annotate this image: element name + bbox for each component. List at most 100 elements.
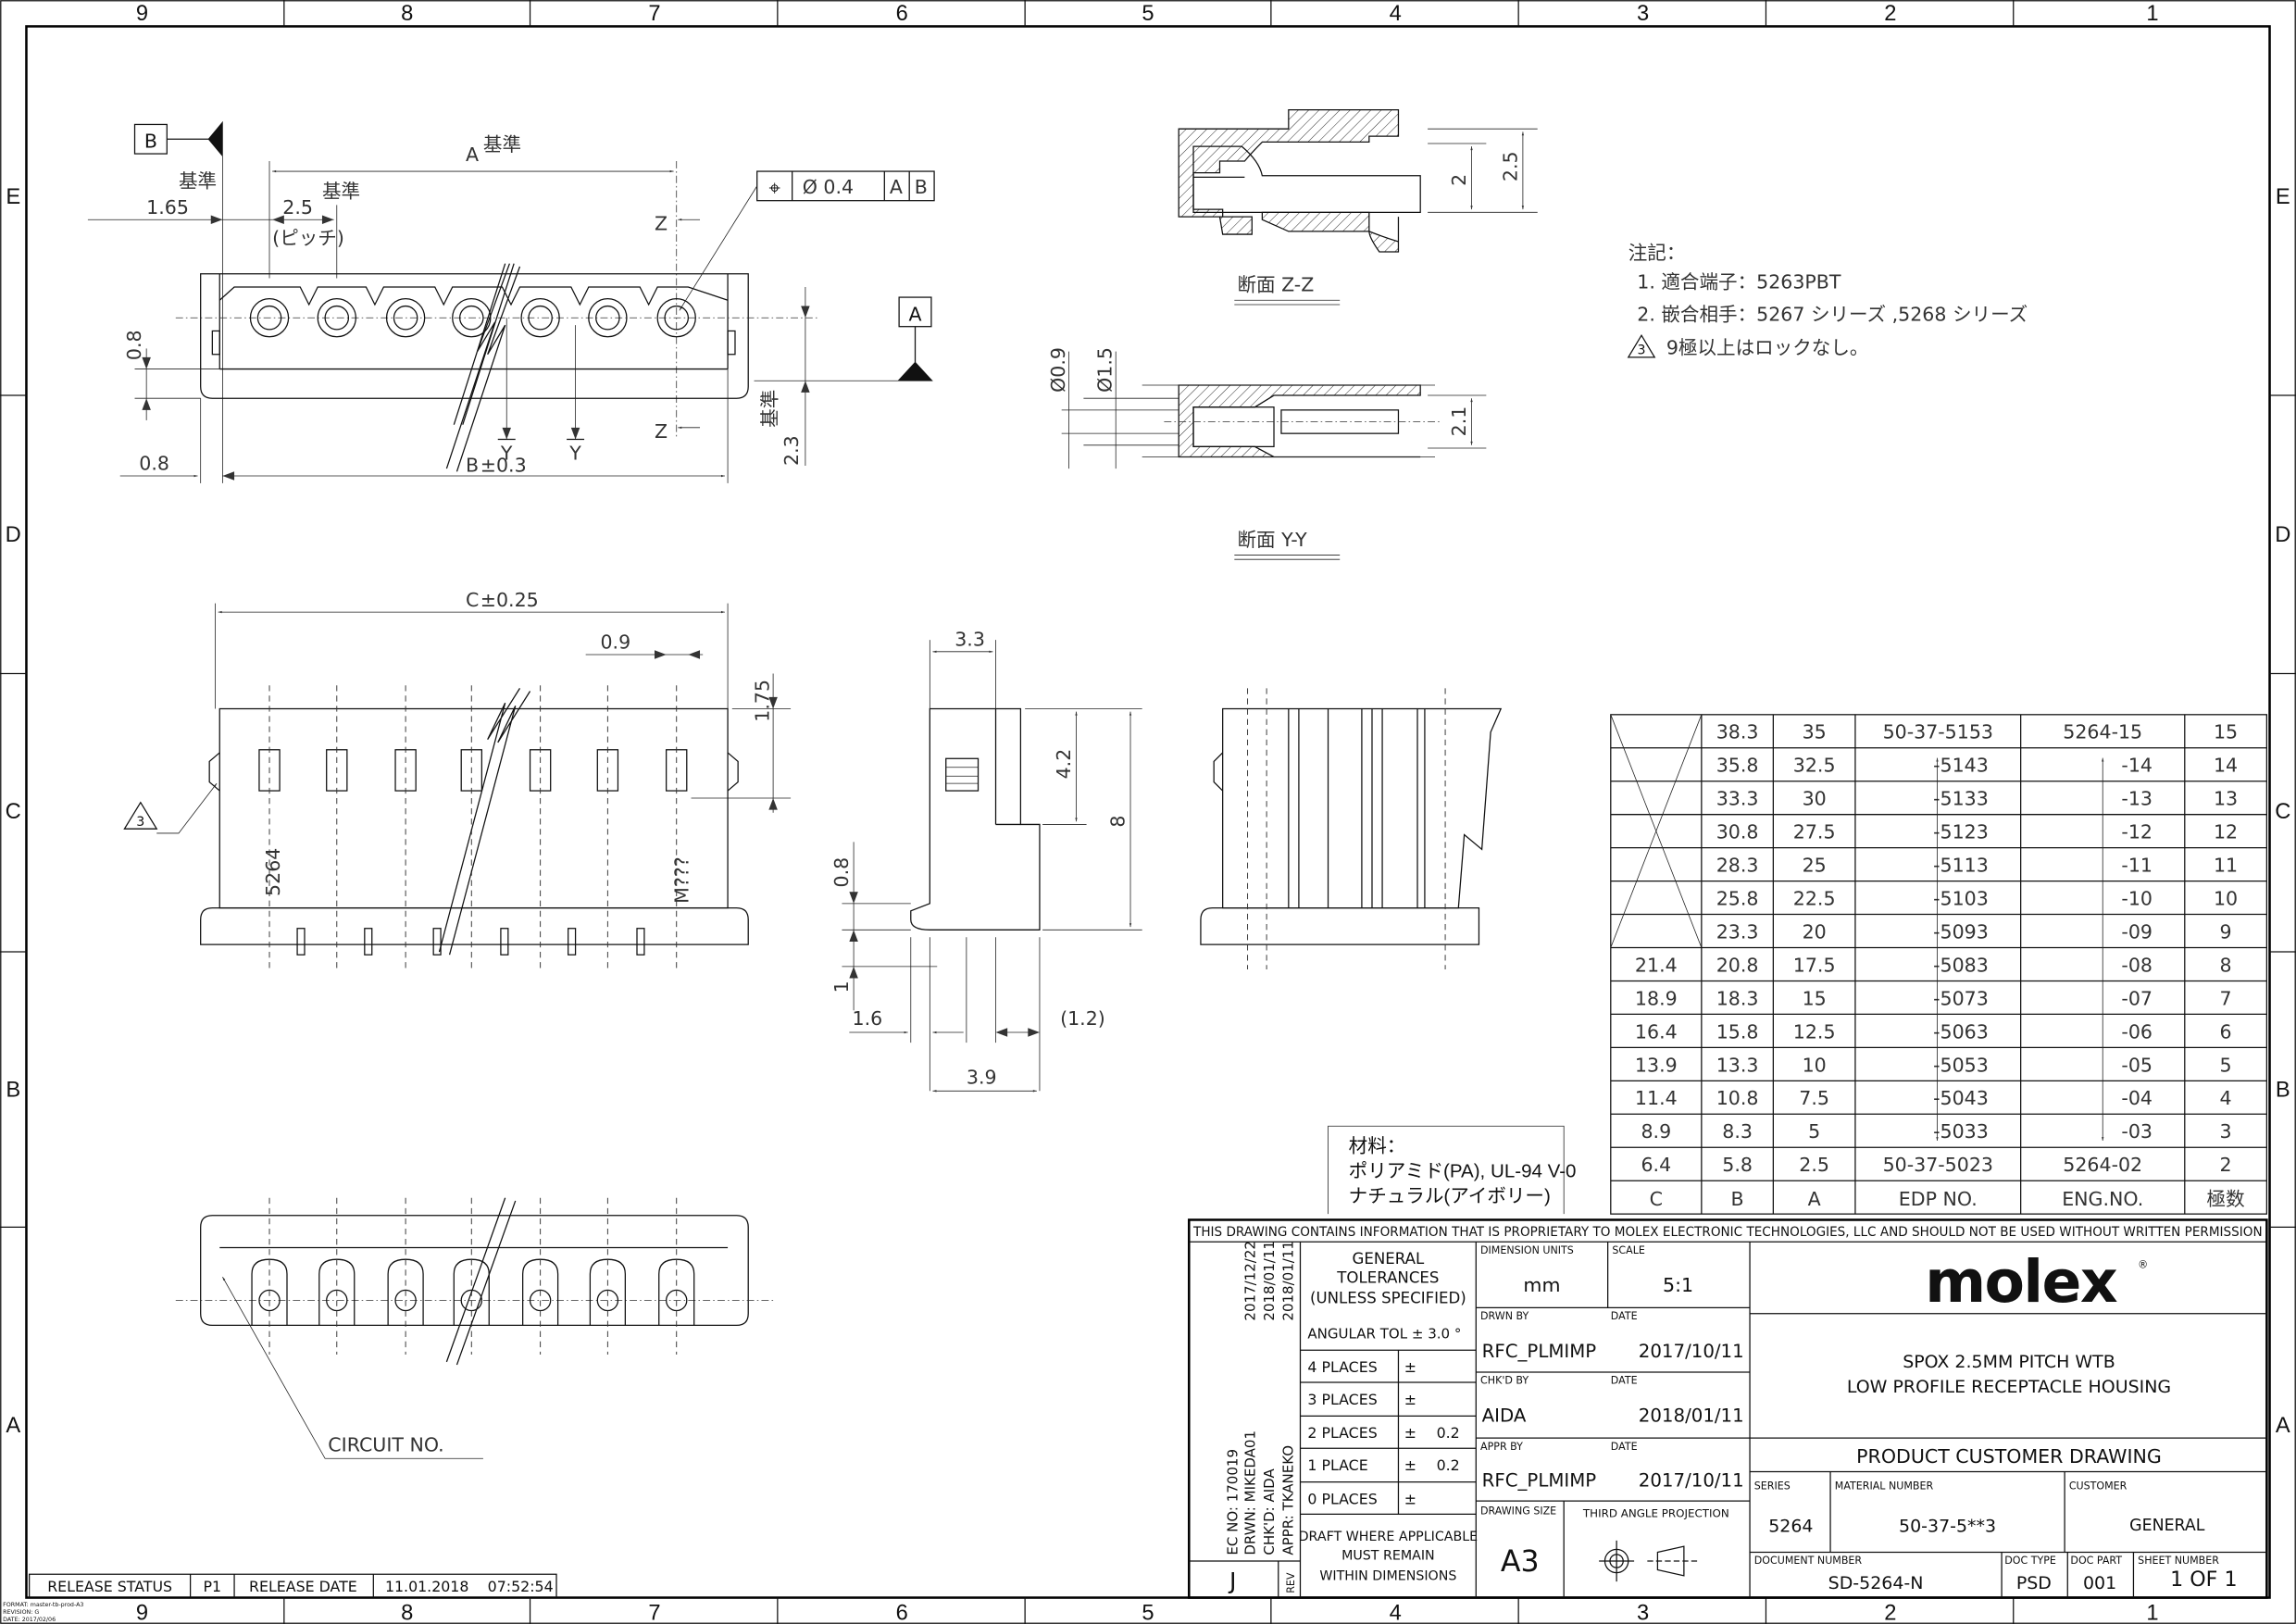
third-angle-projection-icon	[1599, 1540, 1699, 1582]
table-cell: 14	[2214, 755, 2238, 777]
zone-row-c-right: C	[2275, 800, 2290, 824]
table-cell: 11.4	[1635, 1087, 1678, 1109]
pitch-note: (ピッチ)	[272, 227, 344, 249]
zone-row-e: E	[6, 185, 20, 209]
tol-1-place: 1 PLACE	[1307, 1456, 1367, 1474]
doc-part-label: DOC PART	[2070, 1555, 2122, 1567]
table-cell: 13.9	[1635, 1054, 1678, 1076]
marking-series: 5264	[262, 848, 284, 896]
fcf-datum-a: A	[890, 176, 903, 198]
dim-1-75: 1.75	[751, 680, 773, 722]
appr-by: RFC_PLMIMP	[1482, 1469, 1597, 1491]
table-cell: 6	[2220, 1020, 2232, 1043]
table-cell: 8.3	[1722, 1120, 1753, 1143]
table-header-5: 極数	[2207, 1188, 2245, 1210]
tol-2-value: 0.2	[1437, 1424, 1460, 1442]
rev-date-1: 2017/12/22	[1242, 1241, 1258, 1321]
table-cell: -06	[2121, 1020, 2152, 1043]
zone-labels: 9 8 7 6 5 4 3 2 1 9 8 7 6 5 4 3 2 1 E D …	[6, 2, 2291, 1624]
table-cell: 20.8	[1716, 954, 1759, 976]
dim-4-2: 4.2	[1053, 749, 1075, 780]
dim-3-3: 3.3	[955, 628, 985, 650]
table-cell: 7	[2220, 987, 2232, 1009]
latch-features	[251, 1258, 695, 1326]
projection-label: THIRD ANGLE PROJECTION	[1582, 1507, 1729, 1520]
table-cell: -5123	[1933, 821, 1989, 843]
section-z-z: 2 2.5 断面 Z-Z	[1178, 108, 1538, 306]
fcf-tolerance: Ø 0.4	[803, 176, 854, 198]
table-cell: 30	[1803, 788, 1827, 810]
table-cross-line	[1610, 714, 1703, 948]
table-cell: 13	[2214, 788, 2238, 810]
tol-0-pm: ±	[1404, 1490, 1416, 1507]
dim-0-9: 0.9	[600, 631, 630, 654]
drwn: DRWN: MIKEDA01	[1242, 1430, 1258, 1555]
zone-row-b-right: B	[2276, 1079, 2290, 1103]
tol-3-places: 3 PLACES	[1307, 1391, 1377, 1408]
table-cell: -09	[2121, 920, 2152, 943]
dim-d1-5: Ø1.5	[1093, 347, 1116, 393]
draft-1: DRAFT WHERE APPLICABLE	[1299, 1530, 1479, 1544]
table-cell: 7.5	[1799, 1087, 1829, 1109]
tol-4-places: 4 PLACES	[1307, 1358, 1377, 1376]
table-cell: 35.8	[1716, 755, 1759, 777]
dim-1-65: 1.65	[146, 196, 189, 219]
delta-3-label: 3	[136, 815, 144, 830]
table-cell: 35	[1803, 721, 1827, 743]
title-block: THIS DRAWING CONTAINS INFORMATION THAT I…	[1188, 1218, 2268, 1599]
table-cell: -07	[2121, 987, 2152, 1009]
doc-part: 001	[2083, 1573, 2116, 1593]
table-cell: 5	[2220, 1054, 2232, 1076]
table-cell: 22.5	[1793, 887, 1836, 909]
side-view: 3.3 4.2 8 0.8 1 1.6 (1.2) 3.9	[830, 628, 1142, 1093]
tol-1-value: 0.2	[1437, 1456, 1460, 1474]
dim-2-3: 2.3	[780, 435, 803, 466]
customer-label: CUSTOMER	[2069, 1480, 2128, 1492]
appr-date: 2017/10/11	[1639, 1469, 1744, 1491]
release-status: P1	[204, 1578, 222, 1595]
terminal-pins	[296, 928, 645, 956]
tol-3-pm: ±	[1404, 1391, 1416, 1408]
table-cell: 18.9	[1635, 987, 1678, 1009]
table-cell: 21.4	[1635, 954, 1678, 976]
table-cell: -5093	[1933, 920, 1989, 943]
table-cell: -5103	[1933, 887, 1989, 909]
dim-a-kijun: 基準	[483, 133, 521, 156]
top-view: B A 基準 1.65 基準 2.5 基準 (ピッチ) Z Z	[87, 121, 935, 483]
tol-title-3: (UNLESS SPECIFIED)	[1310, 1290, 1466, 1307]
table-header-1: B	[1731, 1188, 1744, 1210]
release-strip: RELEASE STATUS P1 RELEASE DATE 11.01.201…	[3, 1573, 557, 1623]
table-cell: 10	[2214, 887, 2238, 909]
draft-3: WITHIN DIMENSIONS	[1319, 1569, 1456, 1584]
section-z-top: Z	[655, 212, 668, 234]
table-cell: 16.4	[1635, 1020, 1678, 1043]
material-line1: ポリアミド(PA), UL-94 V-0	[1349, 1161, 1577, 1182]
proprietary-notice: THIS DRAWING CONTAINS INFORMATION THAT I…	[1192, 1224, 2263, 1240]
dim-pitch-kijun: 基準	[322, 181, 360, 203]
drwn-date-label: DATE	[1611, 1310, 1638, 1322]
table-cell: -5133	[1933, 788, 1989, 810]
zone-col-4-bottom: 4	[1390, 1601, 1402, 1624]
table-cell: 15	[2214, 721, 2238, 743]
table-cell: 38.3	[1716, 721, 1759, 743]
dim-pitch: 2.5	[282, 196, 313, 219]
note-2: 2. 嵌合相手：5267 シリーズ ,5268 シリーズ	[1637, 303, 2028, 325]
table-cell: 18.3	[1716, 987, 1759, 1009]
zone-col-6-bottom: 6	[896, 1601, 908, 1624]
zone-col-1-bottom: 1	[2146, 1601, 2158, 1624]
delta-3-icon	[123, 801, 158, 830]
chkd-date: 2018/01/11	[1639, 1405, 1744, 1427]
revision: J	[1228, 1568, 1236, 1594]
table-cell: -5053	[1933, 1054, 1989, 1076]
table-cell: 30.8	[1716, 821, 1759, 843]
zone-row-e-right: E	[2276, 185, 2290, 209]
tol-0-places: 0 PLACES	[1307, 1490, 1377, 1507]
table-cell: -05	[2121, 1054, 2152, 1076]
table-header-3: EDP NO.	[1899, 1188, 1978, 1210]
dim-8: 8	[1107, 816, 1129, 828]
material-number: 50-37-5**3	[1899, 1516, 1996, 1536]
chkd-by-label: CHK'D BY	[1480, 1375, 1529, 1387]
dim-0-8-left: 0.8	[123, 330, 145, 360]
table-cell: -5043	[1933, 1087, 1989, 1109]
material-box: 材料： ポリアミド(PA), UL-94 V-0 ナチュラル(アイボリー)	[1328, 1125, 1577, 1215]
